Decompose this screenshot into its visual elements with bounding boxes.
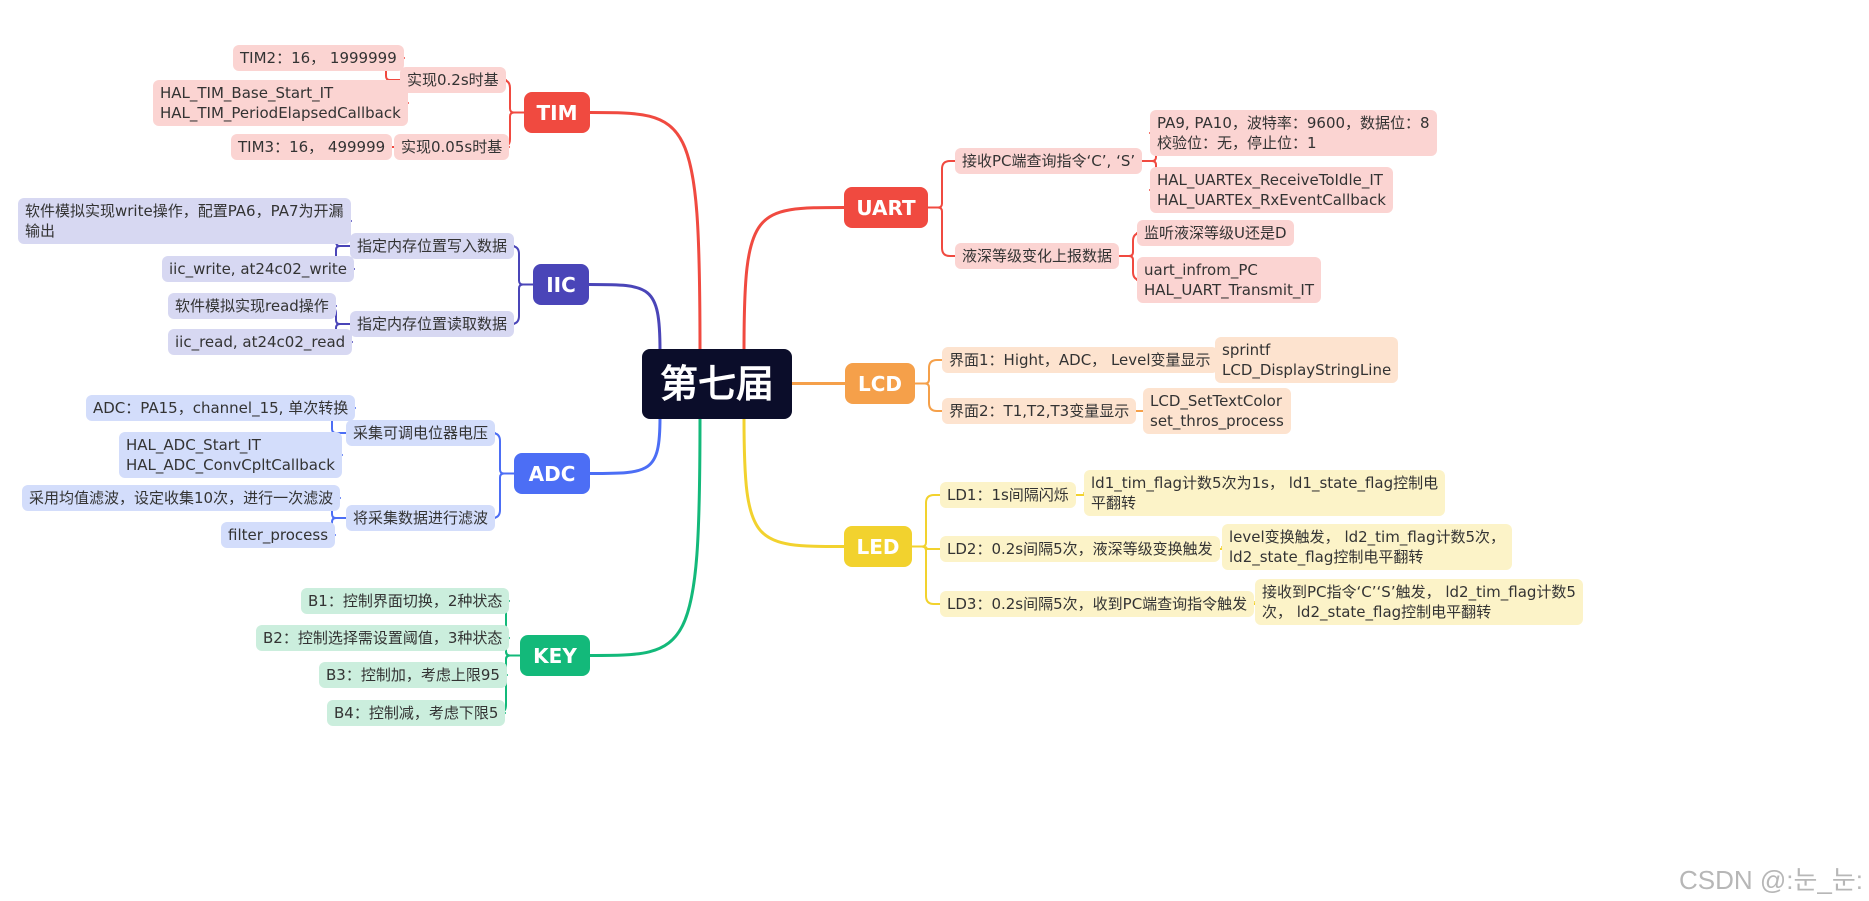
iic-branch-link-1: [510, 283, 534, 325]
led-branch-link-2: [911, 545, 941, 605]
lcd-sub-screen1[interactable]: 界面1：Hight，ADC， Level变量显示: [942, 347, 1218, 373]
watermark: CSDN @:눈_눈:: [1678, 865, 1863, 895]
root-link-branch-uart: [742, 206, 846, 353]
branch-tim[interactable]: TIM: [524, 92, 590, 133]
led-branch-link-0: [911, 494, 941, 548]
tim-leaf-tim2[interactable]: TIM2：16， 1999999: [233, 45, 404, 71]
branch-iic[interactable]: IIC: [533, 264, 589, 305]
adc-leaf-hal-adc[interactable]: HAL_ADC_Start_IT HAL_ADC_ConvCpltCallbac…: [119, 432, 342, 478]
root-link-branch-led: [742, 415, 846, 548]
adc-leaf-mean-filter[interactable]: 采用均值滤波，设定收集10次，进行一次滤波: [22, 485, 341, 511]
uart-leaf-hal-rx[interactable]: HAL_UARTEx_ReceiveToIdle_IT HAL_UARTEx_R…: [1150, 167, 1393, 213]
uart-branch-link-0: [927, 160, 956, 209]
adc-branch-link-1: [491, 472, 515, 519]
lcd-sub-screen2[interactable]: 界面2：T1,T2,T3变量显示: [942, 398, 1137, 424]
uart-leaf-pins[interactable]: PA9, PA10，波特率：9600，数据位：8 校验位：无，停止位：1: [1150, 110, 1437, 156]
adc-leaf-filter-fn[interactable]: filter_process: [221, 522, 336, 548]
iic-leaf-read-op[interactable]: 软件模拟实现read操作: [168, 293, 336, 319]
led-sub-ld2[interactable]: LD2：0.2s间隔5次，液深等级变换触发: [940, 536, 1220, 562]
iic-leaf-read-fn[interactable]: iic_read, at24c02_read: [168, 329, 353, 355]
lcd-branch-link-1: [914, 382, 943, 412]
branch-key[interactable]: KEY: [520, 635, 590, 676]
tim-sub-0.2s[interactable]: 实现0.2s时基: [400, 67, 506, 93]
tim-sub-0.05s[interactable]: 实现0.05s时基: [394, 134, 510, 160]
key-sub-b1[interactable]: B1：控制界面切换，2种状态: [301, 588, 510, 614]
iic-branch-link-0: [510, 245, 534, 286]
key-sub-b4[interactable]: B4：控制减，考虑下限5: [327, 700, 506, 726]
key-sub-b2[interactable]: B2：控制选择需设置阈值，3种状态: [256, 625, 510, 651]
led-leaf-ld2[interactable]: level变换触发， ld2_tim_flag计数5次， ld2_state_f…: [1222, 524, 1513, 570]
branch-led[interactable]: LED: [844, 526, 912, 567]
tim-leaf-tim3[interactable]: TIM3：16， 499999: [231, 134, 393, 160]
key-sub-b3[interactable]: B3：控制加，考虑上限95: [319, 662, 507, 688]
uart-sub-report[interactable]: 液深等级变化上报数据: [955, 243, 1120, 269]
adc-leaf-config[interactable]: ADC：PA15，channel_15, 单次转换: [86, 395, 356, 421]
led-sub-ld1[interactable]: LD1：1s间隔闪烁: [940, 482, 1076, 508]
uart-leaf-hal-tx[interactable]: uart_infrom_PC HAL_UART_Transmit_IT: [1137, 257, 1322, 303]
iic-sub-write[interactable]: 指定内存位置写入数据: [350, 233, 515, 259]
branch-lcd[interactable]: LCD: [845, 363, 915, 404]
root-link-branch-key: [588, 415, 702, 657]
uart-leaf-level[interactable]: 监听液深等级U还是D: [1137, 220, 1294, 246]
root-node[interactable]: 第七届: [642, 349, 792, 419]
iic-leaf-write-fn[interactable]: iic_write, at24c02_write: [162, 256, 355, 282]
adc-sub-voltage[interactable]: 采集可调电位器电压: [346, 420, 496, 446]
branch-uart[interactable]: UART: [844, 187, 928, 228]
tim-leaf-hal-tim[interactable]: HAL_TIM_Base_Start_IT HAL_TIM_PeriodElap…: [153, 80, 408, 126]
root-link-branch-iic: [587, 283, 662, 353]
branch-adc[interactable]: ADC: [514, 453, 590, 494]
lcd-branch-link-0: [914, 359, 943, 385]
uart-sub-query[interactable]: 接收PC端查询指令‘C’, ‘S’: [955, 148, 1143, 174]
adc-sub-filter[interactable]: 将采集数据进行滤波: [346, 505, 496, 531]
led-leaf-ld1[interactable]: ld1_tim_flag计数5次为1s， ld1_state_flag控制电 平…: [1084, 470, 1446, 516]
led-leaf-ld3[interactable]: 接收到PC指令‘C’‘S’触发， ld2_tim_flag计数5 次， ld2_…: [1255, 579, 1583, 625]
led-sub-ld3[interactable]: LD3：0.2s间隔5次，收到PC端查询指令触发: [940, 591, 1255, 617]
iic-sub-read[interactable]: 指定内存位置读取数据: [350, 311, 515, 337]
iic-leaf-write-op[interactable]: 软件模拟实现write操作，配置PA6，PA7为开漏 输出: [18, 198, 351, 244]
root-link-branch-tim: [588, 111, 702, 353]
lcd-leaf-settext[interactable]: LCD_SetTextColor set_thros_process: [1143, 388, 1291, 434]
root-link-branch-adc: [588, 415, 662, 475]
uart-branch-link-1: [927, 206, 956, 257]
adc-branch-link-0: [491, 432, 515, 475]
lcd-leaf-sprintf[interactable]: sprintf LCD_DisplayStringLine: [1215, 337, 1399, 383]
